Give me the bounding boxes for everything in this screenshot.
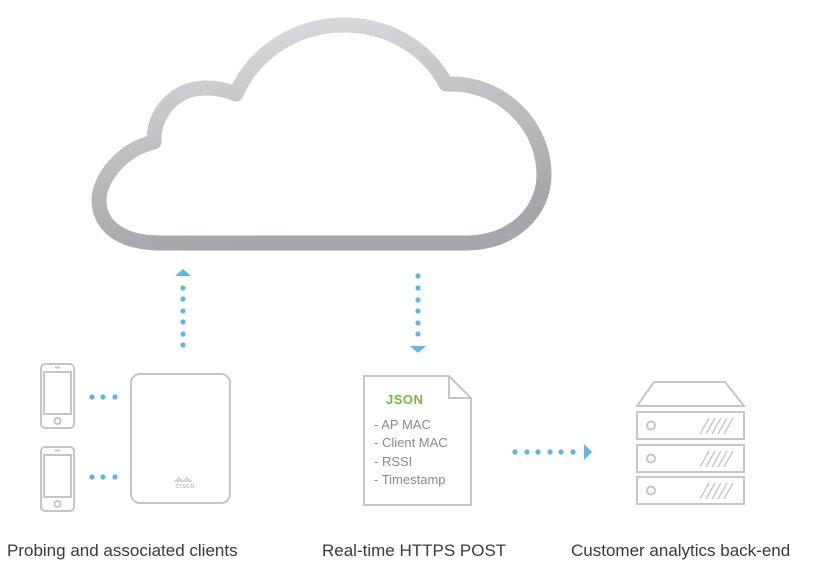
server-rack-icon bbox=[635, 381, 747, 505]
download-arrow bbox=[410, 273, 426, 353]
json-field-rssi: - RSSI bbox=[374, 454, 413, 469]
upload-arrow bbox=[175, 269, 191, 348]
caption-backend: Customer analytics back-end bbox=[571, 541, 791, 560]
access-point-icon bbox=[130, 373, 231, 504]
client-link-1 bbox=[89, 394, 118, 400]
json-title: JSON bbox=[386, 392, 424, 407]
arrow-right-head-icon bbox=[584, 444, 592, 460]
client-link-2 bbox=[89, 474, 118, 480]
json-field-ap-mac: - AP MAC bbox=[374, 417, 431, 432]
caption-clients: Probing and associated clients bbox=[7, 541, 238, 560]
json-field-timestamp: - Timestamp bbox=[374, 472, 446, 487]
arrow-down-head-icon bbox=[410, 346, 426, 353]
document-fold bbox=[448, 376, 471, 399]
post-arrow bbox=[512, 444, 592, 460]
arrow-up-head-icon bbox=[175, 269, 191, 276]
json-field-client-mac: - Client MAC bbox=[374, 435, 448, 450]
caption-https-post: Real-time HTTPS POST bbox=[322, 541, 507, 560]
cisco-brand-text: CISCO bbox=[176, 484, 195, 490]
document-icon bbox=[363, 375, 472, 506]
cisco-logo-icon bbox=[174, 477, 192, 482]
smartphone-icon bbox=[40, 363, 75, 429]
cloud-icon bbox=[91, 17, 552, 251]
smartphone-icon bbox=[40, 446, 75, 512]
